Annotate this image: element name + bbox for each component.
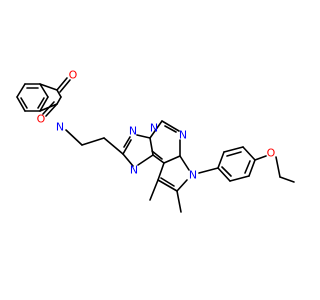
oxygen-atom-label: O xyxy=(267,147,276,160)
bond xyxy=(229,175,250,182)
bond xyxy=(160,177,175,187)
bond xyxy=(217,151,225,169)
bond xyxy=(59,79,71,93)
oxygen-atom-label: O xyxy=(69,69,78,82)
bonds xyxy=(16,77,295,213)
bond xyxy=(122,153,134,167)
bond xyxy=(45,103,58,117)
nitrogen-atom-label: N xyxy=(130,164,138,177)
bond xyxy=(65,129,83,146)
nitrogen-atom-label: N xyxy=(129,125,137,138)
bond xyxy=(136,134,151,139)
bond xyxy=(39,83,58,91)
bond xyxy=(81,137,105,146)
bond xyxy=(176,179,188,192)
bond xyxy=(42,101,55,115)
bond xyxy=(56,89,62,98)
bond xyxy=(179,155,190,171)
atom-labels: O O N N N N N N O xyxy=(37,69,276,182)
bond xyxy=(157,179,178,192)
bond xyxy=(20,97,28,109)
molecule-structure: O O N N N N N N O xyxy=(16,69,295,213)
bond xyxy=(37,97,45,109)
bond xyxy=(123,136,131,148)
bond xyxy=(226,151,242,157)
bond xyxy=(56,96,62,105)
bond xyxy=(223,146,244,153)
bond xyxy=(275,156,281,178)
bond xyxy=(157,162,165,181)
bond xyxy=(279,176,295,183)
nitrogen-atom-label: N xyxy=(150,122,158,135)
bond xyxy=(248,159,256,177)
bond xyxy=(244,160,251,174)
nitrogen-atom-label: N xyxy=(189,169,197,182)
bond xyxy=(122,139,132,155)
bond xyxy=(151,150,163,160)
bond xyxy=(39,83,49,98)
bond xyxy=(221,166,232,177)
bond xyxy=(39,96,49,112)
bond xyxy=(137,154,154,166)
bond xyxy=(176,190,182,213)
bond xyxy=(16,83,26,98)
molecule-canvas: O O N N N N N N O xyxy=(16,68,295,213)
oxygen-atom-label: O xyxy=(37,113,46,126)
bond xyxy=(152,154,165,164)
bond xyxy=(103,137,124,155)
bond xyxy=(198,167,219,174)
bond xyxy=(149,179,159,201)
nitrogen-atom-label: N xyxy=(56,121,64,134)
bond xyxy=(56,77,68,91)
bond xyxy=(149,120,163,139)
bond xyxy=(16,96,26,112)
bond xyxy=(163,155,181,164)
bond xyxy=(217,167,231,182)
bond xyxy=(161,120,180,132)
bond xyxy=(164,125,177,133)
nitrogen-atom-label: N xyxy=(179,129,187,142)
bond xyxy=(242,146,256,161)
bond xyxy=(254,155,267,161)
